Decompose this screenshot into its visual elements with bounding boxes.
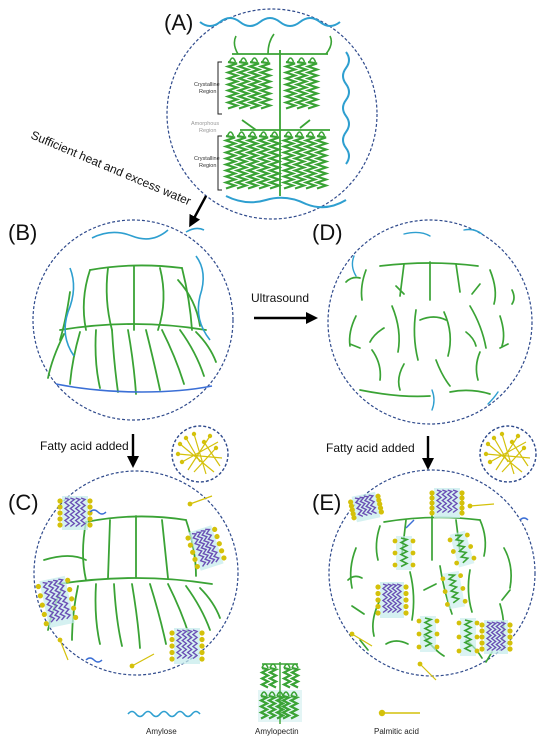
green-inclusion-complex [416, 616, 440, 652]
crystal-lamella [281, 663, 302, 689]
legend-amylose-label: Amylose [146, 727, 177, 736]
legend-palmitic: Palmitic acid [374, 709, 420, 736]
legend-amylose: Amylose [127, 710, 201, 736]
legend-amylopectin: Amylopectin [255, 662, 302, 736]
ultrasound-arrow: Ultrasound [251, 291, 318, 324]
heat-water-label: Sufficient heat and excess water [29, 128, 193, 208]
legend-palmitic-label: Palmitic acid [374, 727, 419, 736]
panel-a: (A) Crystalline Region Amorphous Region … [164, 8, 378, 220]
legend-amylopectin-label: Amylopectin [255, 727, 299, 736]
inclusion-complex [35, 575, 79, 629]
panel-d-label: (D) [312, 220, 343, 245]
panel-d-circle [327, 219, 533, 425]
panel-d: (D) [312, 219, 533, 425]
crystalline-label-top-1: Crystalline [194, 82, 220, 88]
green-inclusion-complex [440, 570, 468, 610]
fragmented-starch [345, 228, 515, 411]
fatty-acid-left-label: Fatty acid added [40, 439, 129, 453]
amorphous-label-2: Region [199, 128, 216, 134]
crystal-lamella [222, 131, 283, 190]
panel-c-label: (C) [8, 490, 39, 515]
crystalline-bracket-top: Crystalline Region [194, 61, 222, 115]
crystalline-label-bottom-2: Region [199, 163, 216, 169]
inclusion-complex [169, 628, 205, 664]
crystal-lamella [258, 691, 287, 720]
gelatinized-amylopectin [47, 264, 217, 395]
crystal-lamella [282, 57, 321, 110]
panel-b-label: (B) [8, 220, 37, 245]
crystalline-label-bottom-1: Crystalline [194, 156, 220, 162]
inclusion-complex [185, 525, 227, 571]
fatty-acid-arrow-right: Fatty acid added [326, 436, 434, 470]
inclusion-complex [348, 491, 384, 523]
legend: Amylose Amylopectin Palmitic acid [127, 662, 420, 736]
crystal-lamella [259, 663, 280, 689]
panel-c-circle [33, 470, 239, 676]
inclusion-complex [375, 582, 409, 618]
crystal-lamella [280, 131, 330, 190]
inclusion-complex [429, 488, 465, 518]
inclusion-complex [479, 620, 513, 654]
palmitic-acid-cluster-right [479, 425, 537, 483]
fatty-acid-arrow-left: Fatty acid added [40, 434, 139, 468]
complexed-starch-c [35, 495, 227, 669]
amorphous-label: Amorphous Region [191, 121, 219, 134]
amylose-icon [127, 710, 201, 718]
amylopectin-crystals [222, 33, 333, 196]
panel-e-label: (E) [312, 490, 341, 515]
crystal-lamella [280, 691, 301, 720]
ultrasound-label: Ultrasound [251, 291, 309, 305]
amorphous-label-1: Amorphous [191, 121, 219, 127]
inclusion-complex [57, 496, 93, 530]
crystal-lamella [224, 57, 274, 110]
panel-e: (E) [312, 469, 536, 681]
heat-water-arrow: Sufficient heat and excess water [29, 128, 208, 228]
panel-a-label: (A) [164, 10, 193, 35]
panel-b-circle [32, 219, 234, 421]
panel-a-circle [166, 8, 378, 220]
panel-b: (B) [8, 219, 234, 421]
green-inclusion-complex [447, 530, 477, 568]
panel-c: (C) [8, 470, 239, 676]
complexed-starch-e [347, 488, 529, 681]
palmitic-acid-cluster-left [171, 425, 229, 483]
crystalline-bracket-bottom: Crystalline Region [194, 135, 222, 191]
palmitic-head-icon [378, 709, 386, 717]
amylose-strand [199, 17, 350, 209]
green-inclusion-complex [392, 536, 416, 570]
free-amylose [55, 227, 213, 393]
fatty-acid-right-label: Fatty acid added [326, 441, 415, 455]
green-inclusion-complex [456, 618, 480, 656]
crystalline-label-top-2: Region [199, 89, 216, 95]
